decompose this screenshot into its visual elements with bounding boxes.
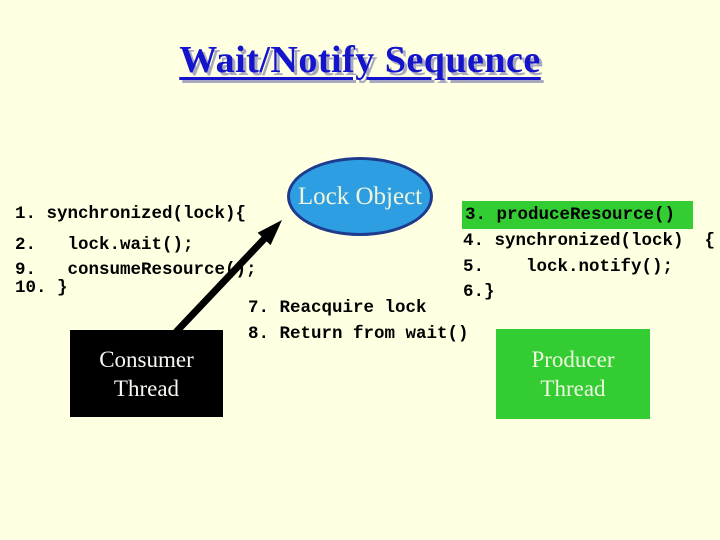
producer-thread-box: Producer Thread — [496, 329, 650, 419]
consumer-thread-box: Consumer Thread — [70, 330, 223, 417]
code-line-7: 7. Reacquire lock — [248, 298, 427, 318]
code-line-10: 10. } — [15, 278, 68, 298]
lock-object-ellipse: Lock Object — [287, 157, 433, 236]
consumer-thread-label: Consumer Thread — [99, 346, 194, 401]
code-line-4: 4. synchronized(lock) { — [463, 231, 716, 251]
highlighted-code-bar: 3. produceResource() — [462, 201, 693, 229]
lock-object-label: Lock Object — [297, 182, 423, 210]
code-line-3: 3. produceResource() — [465, 205, 676, 225]
slide-title: Wait/Notify Sequence — [179, 39, 541, 81]
code-line-8: 8. Return from wait() — [248, 324, 469, 344]
producer-thread-label: Producer Thread — [531, 347, 615, 401]
code-line-6: 6.} — [463, 282, 495, 302]
code-line-5: 5. lock.notify(); — [463, 257, 674, 277]
code-line-1: 1. synchronized(lock){ — [15, 204, 247, 224]
code-line-2: 2. lock.wait(); — [15, 235, 194, 255]
